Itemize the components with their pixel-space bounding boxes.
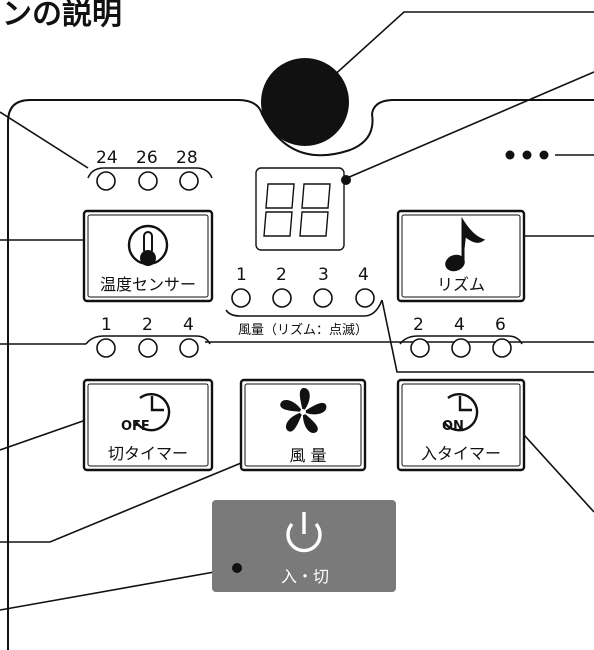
segment-display [255,167,351,251]
off-icon-text: OFF [121,419,150,434]
off-timer-value-1: 1 [101,315,112,335]
on-timer-label: 入タイマー [421,444,501,463]
temp-led-24 [96,171,116,191]
on-timer-value-2: 2 [413,315,424,335]
remote-body-outline [7,99,594,650]
rhythm-button[interactable]: リズム [396,209,526,303]
off-timer-value-2: 2 [142,315,153,335]
temp-led-28 [179,171,199,191]
temp-sensor-label: 温度センサー [100,275,196,294]
fan-icon [280,387,327,433]
fan-button[interactable]: 風 量 [239,378,367,472]
rhythm-label: リズム [437,275,485,294]
on-timer-led-4 [451,338,471,358]
fan-led-3 [313,288,333,308]
fan-led-2 [272,288,292,308]
temp-sensor-button[interactable]: 温度センサー [82,209,214,303]
power-button[interactable]: 入・切 [212,500,396,592]
fan-level-4: 4 [358,265,369,285]
fan-label: 風 量 [289,446,326,465]
on-timer-value-4: 4 [454,315,465,335]
off-timer-led-2 [138,338,158,358]
off-timer-value-4: 4 [183,315,194,335]
diagram-title: ンの説明 [2,0,122,32]
power-icon [286,512,322,553]
fan-led-4 [355,288,375,308]
on-timer-clock-icon [442,393,479,432]
on-timer-led-6 [492,338,512,358]
fan-level-indicators: 1 2 3 4 風量（リズム：点滅） [225,265,383,338]
temp-value-26: 26 [136,148,158,168]
power-label: 入・切 [281,567,329,586]
temp-led-26 [138,171,158,191]
music-note-icon [445,216,486,272]
on-timer-indicators: 2 4 6 [399,315,523,358]
indicator-dots [505,150,549,160]
off-timer-led-4 [179,338,199,358]
fan-level-1: 1 [236,265,247,285]
fan-level-2: 2 [276,265,287,285]
fan-level-3: 3 [318,265,329,285]
off-timer-led-1 [96,338,116,358]
off-timer-label: 切タイマー [108,444,188,463]
on-timer-led-2 [410,338,430,358]
on-timer-button[interactable]: ON 入タイマー [396,378,526,472]
sensor-window [261,58,349,146]
temperature-indicators: 24 26 28 [87,148,213,191]
off-timer-indicators: 1 2 4 [85,315,211,358]
temp-value-24: 24 [96,148,118,168]
off-timer-clock-icon [134,393,171,432]
off-timer-button[interactable]: OFF 切タイマー [82,378,214,472]
on-timer-value-6: 6 [495,315,506,335]
on-icon-text: ON [442,419,464,434]
fan-caption: 風量（リズム：点滅） [238,322,368,338]
fan-led-1 [231,288,251,308]
temp-value-28: 28 [176,148,198,168]
